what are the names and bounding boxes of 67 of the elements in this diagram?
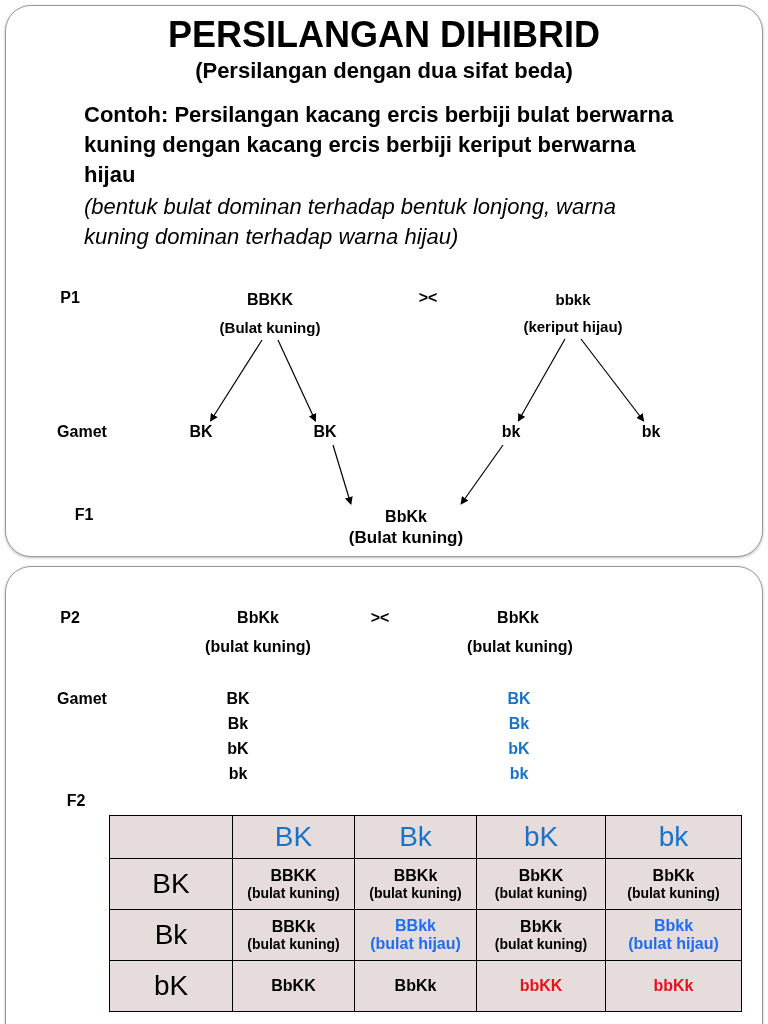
arrow — [332, 444, 353, 505]
arrow — [277, 339, 317, 422]
generation-label: P1 — [60, 289, 80, 307]
row-header: Bk — [153, 919, 189, 951]
row-label: Gamet — [57, 690, 107, 708]
row-header: bK — [152, 970, 190, 1002]
genotype-text: Bbkk — [652, 917, 695, 935]
column-header: BK — [273, 821, 314, 853]
phenotype-text: (Bulat kuning) — [219, 319, 321, 336]
phenotype-text: (bulat kuning) — [246, 936, 341, 952]
phenotype-text: (bulat kuning) — [626, 885, 721, 901]
generation-label: F1 — [74, 506, 94, 524]
genotype-text: BBKk — [392, 867, 439, 885]
gamete-text: bk — [501, 423, 521, 441]
gamete-text: Bk — [508, 715, 530, 733]
gamete-text: Bk — [227, 715, 249, 733]
gamete-text: bk — [641, 423, 661, 441]
arrow — [209, 339, 263, 422]
example-text: Contoh: Persilangan kacang ercis berbiji bulat berwarna kuning dengan kacang ercis berbiji keriput berwarna hijau — [84, 101, 675, 189]
column-header: bk — [657, 821, 690, 853]
note-text: (bentuk bulat dominan terhadap bentuk lonjong, warna kuning dominan terhadap warna hijau) — [84, 193, 618, 251]
generation-label: F2 — [66, 792, 86, 810]
genotype-text: BbKk — [237, 609, 279, 627]
title: PERSILANGAN DIHIBRID — [168, 14, 600, 56]
generation-label: P2 — [60, 609, 80, 627]
cross-sign: >< — [418, 289, 438, 307]
phenotype-text: (Bulat kuning) — [348, 528, 464, 548]
genotype-text: BbKk — [519, 918, 563, 936]
genotype-text: BBKK — [269, 867, 318, 885]
genotype-text: BBKK — [245, 291, 295, 309]
phenotype-text: (bulat kuning) — [205, 638, 311, 656]
gamete-text: bk — [228, 765, 248, 783]
phenotype-text: (bulat kuning) — [493, 936, 589, 952]
genotype-text: BbKk — [651, 867, 696, 885]
phenotype-text: (bulat kuning) — [493, 885, 589, 901]
genotype-text: BbKk — [393, 977, 438, 995]
row-header: BK — [151, 868, 191, 900]
genotype-text: BBKk — [270, 918, 317, 936]
genotype-text: bbKK — [518, 977, 564, 995]
gamete-text: bK — [227, 740, 249, 758]
genotype-text: BbKk — [384, 508, 428, 526]
gamete-text: BK — [189, 423, 213, 441]
phenotype-text: (bulat hijau) — [627, 935, 720, 953]
subtitle: (Persilangan dengan dua sifat beda) — [195, 58, 573, 84]
genotype-text: bbkk — [554, 291, 592, 308]
phenotype-text: (bulat kuning) — [467, 638, 573, 656]
genotype-text: bbKk — [652, 977, 695, 995]
phenotype-text: (bulat kuning) — [246, 885, 341, 901]
genotype-text: BbKK — [270, 977, 317, 995]
genotype-text: BbKK — [517, 867, 565, 885]
arrow — [517, 338, 566, 422]
row-label: Gamet — [57, 423, 107, 441]
arrow — [460, 444, 504, 505]
gamete-text: BK — [313, 423, 337, 441]
phenotype-text: (bulat kuning) — [368, 885, 463, 901]
phenotype-text: (bulat hijau) — [369, 935, 462, 953]
column-header: Bk — [398, 821, 433, 853]
genotype-text: BbKk — [497, 609, 539, 627]
gamete-text: BK — [507, 690, 531, 708]
arrow — [580, 338, 645, 422]
column-header: bK — [522, 821, 560, 853]
gamete-text: BK — [226, 690, 250, 708]
genotype-text: BBkk — [394, 917, 437, 935]
gamete-text: bk — [509, 765, 529, 783]
cross-sign: >< — [370, 609, 390, 627]
phenotype-text: (keriput hijau) — [523, 318, 623, 335]
gamete-text: bK — [508, 740, 530, 758]
